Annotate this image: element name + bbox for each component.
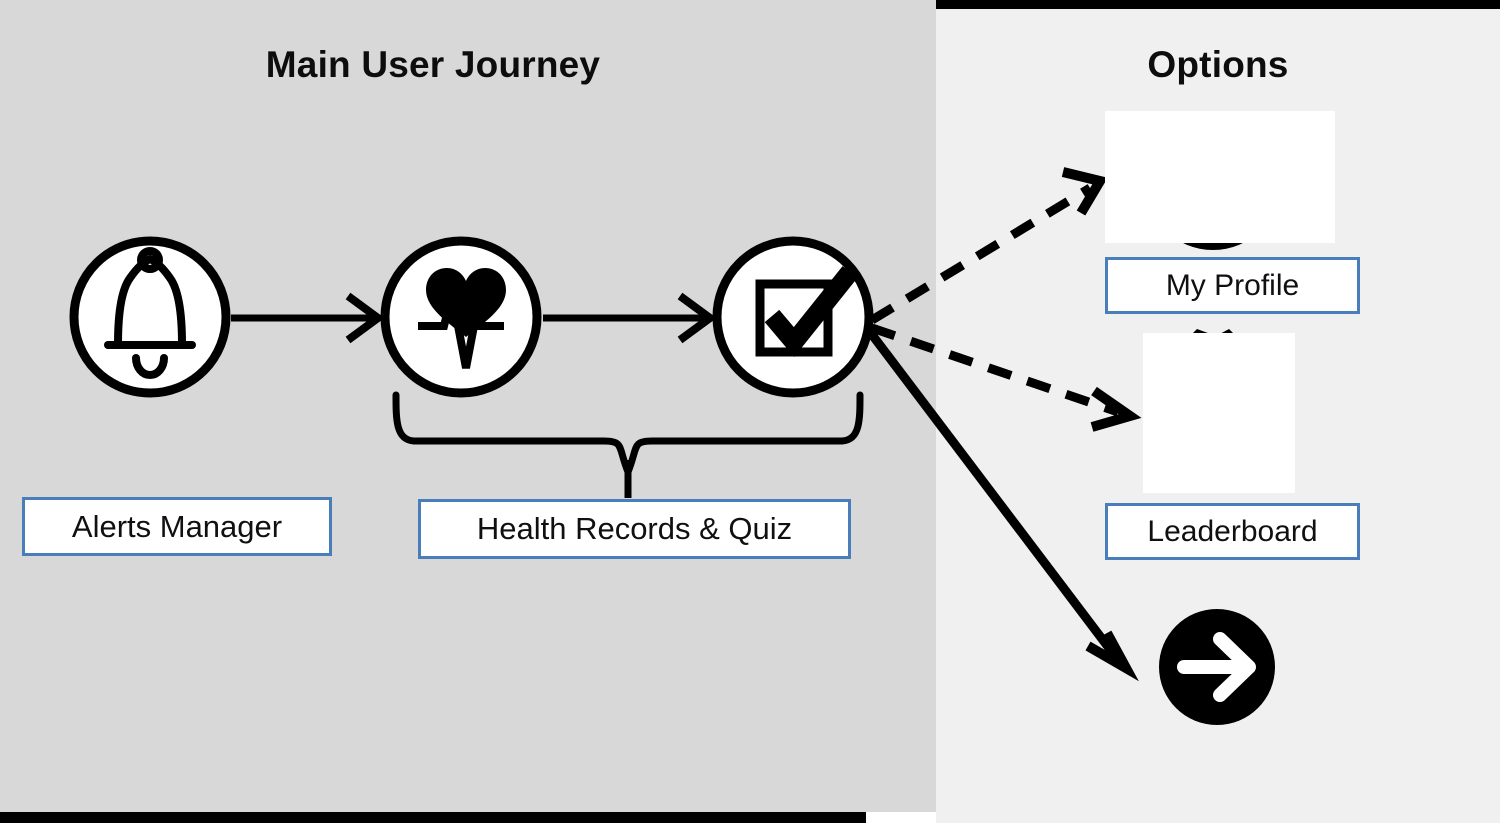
main-journey-title: Main User Journey — [265, 44, 601, 85]
label-health-records-quiz[interactable]: Health Records & Quiz — [418, 499, 851, 559]
main-journey-bottom-rule — [0, 812, 866, 823]
label-leaderboard[interactable]: Leaderboard — [1105, 503, 1360, 560]
label-alerts-manager[interactable]: Alerts Manager — [22, 497, 332, 556]
bell-icon — [104, 247, 196, 379]
option-icon-next[interactable] — [1159, 609, 1275, 725]
arrow-right-circle-icon — [1177, 632, 1256, 702]
option-tile-my-profile — [1105, 111, 1335, 243]
label-my-profile[interactable]: My Profile — [1105, 257, 1360, 314]
options-title: Options — [1147, 44, 1289, 85]
options-top-rule — [936, 0, 1500, 9]
main-journey-panel-strip — [865, 0, 936, 812]
main-journey-panel — [0, 0, 936, 812]
option-tile-leaderboard — [1143, 333, 1295, 493]
journey-node-quiz[interactable] — [712, 236, 874, 398]
checkbox-check-icon — [755, 266, 858, 357]
heartbeat-icon — [418, 268, 506, 369]
journey-node-health-records[interactable] — [380, 236, 542, 398]
journey-node-alerts[interactable] — [69, 236, 231, 398]
